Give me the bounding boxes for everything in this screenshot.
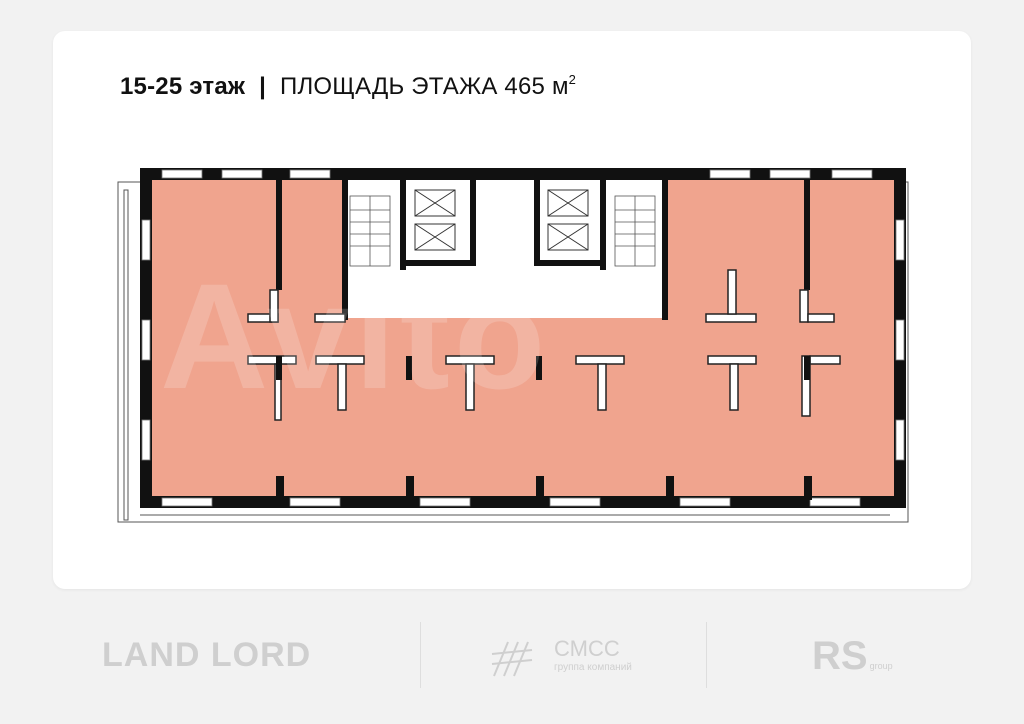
rs-logo-text: RS [812, 634, 868, 678]
windows [141, 169, 905, 507]
office-space [148, 180, 900, 500]
page-title: 15-25 этаж | ПЛОЩАДЬ ЭТАЖА 465 м2 [120, 72, 576, 101]
elevators [414, 189, 589, 251]
smss-name: СМСС [554, 636, 620, 661]
floor-area-label: ПЛОЩАДЬ ЭТАЖА 465 м [280, 73, 569, 100]
partitions [276, 180, 810, 320]
floors-label: 15-25 этаж [120, 73, 246, 100]
stairs [349, 195, 656, 267]
rs-logo-sub: group [869, 661, 893, 671]
area-superscript: 2 [568, 72, 577, 87]
smss-mark-icon [491, 641, 533, 677]
footer-divider-left [420, 622, 421, 688]
footer-divider-right [706, 622, 707, 688]
smss-subtitle: группа компаний [554, 662, 632, 673]
title-separator: | [259, 73, 267, 100]
landlord-logo: LAND LORD [102, 636, 312, 674]
core-area [342, 180, 668, 318]
column-posts [276, 356, 812, 500]
smss-logo: СМСС группа компаний [488, 636, 658, 682]
floor-plan [117, 168, 909, 523]
